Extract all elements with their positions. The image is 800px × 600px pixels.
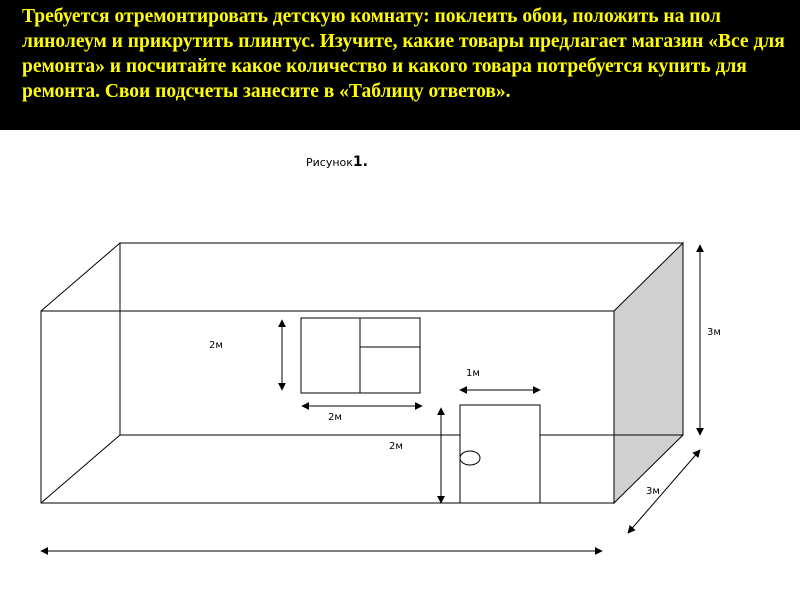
window: [300, 317, 421, 394]
figure-caption-number: 1.: [352, 154, 368, 170]
door-width-label: 1м: [466, 368, 480, 379]
window-width-label: 2м: [328, 412, 342, 423]
back-wall: [119, 242, 684, 436]
door-knob: [459, 450, 481, 466]
task-banner: Требуется отремонтировать детскую комнат…: [0, 0, 800, 130]
task-text: Требуется отремонтировать детскую комнат…: [22, 6, 785, 102]
edge-bottom-left: [40, 434, 121, 504]
figure-caption: Рисунок1.: [306, 154, 368, 170]
door: [459, 404, 541, 504]
edge-top-left: [40, 242, 121, 312]
front-wall: [40, 310, 615, 504]
room-depth-arrow: [627, 449, 701, 534]
room-depth-label: 3м: [646, 486, 660, 497]
side-wall: [613, 241, 684, 505]
room-height-label: 3м: [707, 327, 721, 338]
figure-caption-word: Рисунок: [306, 156, 353, 169]
door-height-label: 2м: [389, 441, 403, 452]
window-height-label: 2м: [209, 340, 223, 351]
